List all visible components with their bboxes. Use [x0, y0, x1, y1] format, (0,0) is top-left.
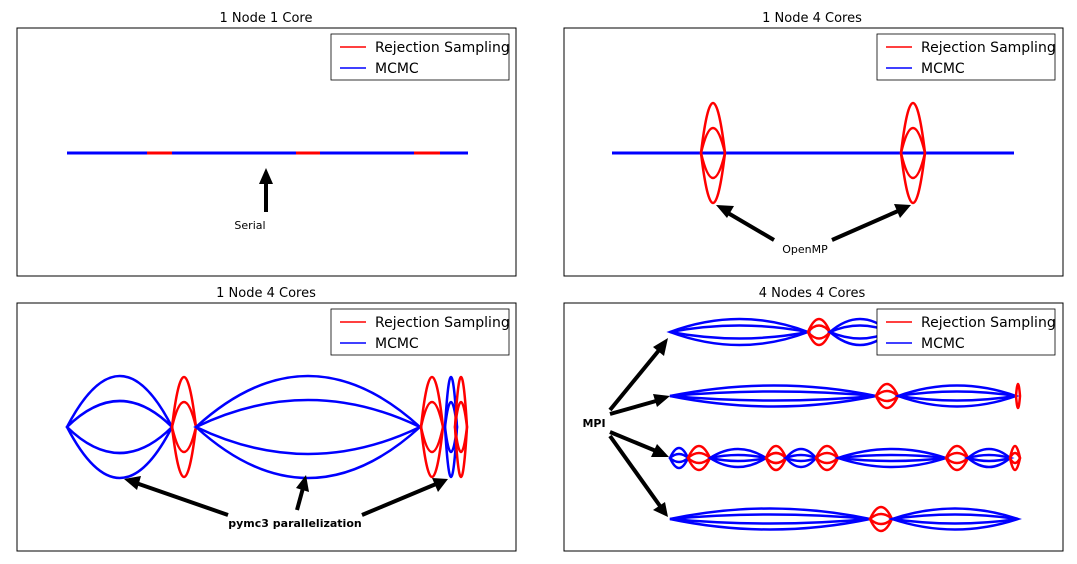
panel-title: 1 Node 4 Cores [762, 11, 862, 26]
legend: Rejection Sampling MCMC [876, 308, 1056, 356]
legend: Rejection Sampling MCMC [330, 308, 510, 356]
pymc3-chains [65, 374, 469, 480]
annotation-mpi: MPI [582, 417, 605, 430]
chain-row-1 [666, 317, 894, 347]
legend-label-rejection: Rejection Sampling [921, 40, 1056, 56]
legend-label-rejection: Rejection Sampling [375, 40, 510, 56]
rejection-lens [419, 375, 445, 479]
panel-frame [563, 302, 1064, 552]
legend-label-mcmc: MCMC [921, 336, 965, 352]
legend-box [876, 33, 1056, 81]
arrow [831, 204, 911, 242]
panel-frame [563, 27, 1064, 277]
panel-1-node-1-core: 1 Node 1 Core Rejection Sampling MCMC Se… [16, 11, 517, 277]
rejection-lens [170, 375, 198, 479]
panel-1-node-4-cores-pymc3: 1 Node 4 Cores Rejection Sampling MCMC [16, 286, 517, 552]
rejection-lens [453, 375, 469, 479]
panel-title: 1 Node 1 Core [220, 11, 313, 26]
rejection-lens [699, 101, 727, 205]
legend-label-mcmc: MCMC [375, 61, 419, 77]
panel-frame [16, 302, 517, 552]
annotation-openmp: OpenMP [782, 243, 828, 256]
legend-label-mcmc: MCMC [375, 336, 419, 352]
chain-row-4 [669, 505, 1022, 533]
arrow [124, 476, 229, 517]
mpi-chains [666, 317, 1022, 533]
panel-4-nodes-4-cores: 4 Nodes 4 Cores [563, 286, 1064, 552]
legend-box [330, 33, 510, 81]
legend-label-rejection: Rejection Sampling [921, 315, 1056, 331]
panel-1-node-4-cores-openmp: 1 Node 4 Cores Rejection Sampling MCMC [563, 11, 1064, 277]
arrow [361, 478, 448, 517]
legend: Rejection Sampling MCMC [876, 33, 1056, 81]
rejection-lens [899, 101, 927, 205]
arrow [259, 168, 273, 212]
chain-row-2 [669, 382, 1022, 410]
arrow [608, 434, 668, 517]
legend-box [330, 308, 510, 356]
panel-frame [16, 27, 517, 277]
arrow [608, 338, 668, 412]
mcmc-lens [193, 374, 423, 480]
panel-title: 4 Nodes 4 Cores [759, 286, 866, 301]
legend-box [876, 308, 1056, 356]
mcmc-lens [443, 375, 459, 479]
annotation-pymc3: pymc3 parallelization [228, 517, 361, 530]
legend-label-rejection: Rejection Sampling [375, 315, 510, 331]
mcmc-lens [65, 374, 174, 480]
legend: Rejection Sampling MCMC [330, 33, 510, 81]
arrow [716, 205, 776, 242]
panel-title: 1 Node 4 Cores [216, 286, 316, 301]
arrow [609, 394, 670, 416]
chain-row-3 [668, 444, 1022, 472]
annotation-serial: Serial [234, 219, 265, 232]
arrow [609, 430, 669, 457]
arrow [295, 475, 309, 511]
legend-label-mcmc: MCMC [921, 61, 965, 77]
openmp-chain [612, 101, 1014, 205]
